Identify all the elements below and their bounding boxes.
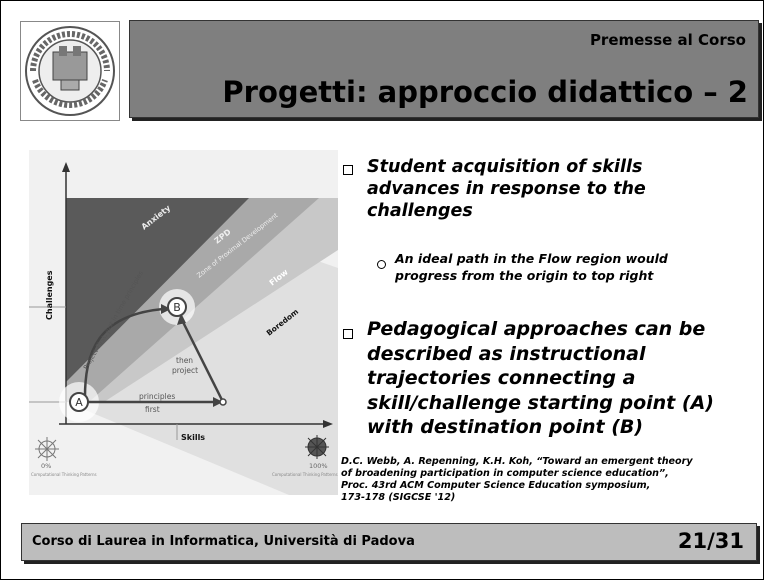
sub-bullet-circle-icon bbox=[377, 260, 386, 269]
bullet-1-line-1: Student acquisition of skills bbox=[367, 157, 643, 177]
point-a-marker bbox=[69, 392, 89, 412]
y-axis-label: Challenges bbox=[45, 270, 54, 320]
university-seal-logo bbox=[20, 21, 120, 121]
bullet-square-icon bbox=[343, 329, 353, 339]
citation-line-4: 173-178 (SIGCSE '12) bbox=[341, 492, 456, 503]
bullet-2: Pedagogical approaches can be described … bbox=[367, 317, 714, 440]
label-first: first bbox=[145, 405, 160, 414]
wheel-empty-icon bbox=[35, 437, 59, 461]
label-pct-low: 0% bbox=[41, 462, 51, 470]
citation: D.C. Webb, A. Repenning, K.H. Koh, “Towa… bbox=[341, 456, 756, 504]
bullet-2-line-5: with destination point (B) bbox=[367, 416, 644, 438]
region-anxiety-band bbox=[66, 198, 249, 382]
bullet-square-icon bbox=[343, 165, 353, 175]
flow-diagram: A B Anxiety ZPD Zone of Proximal Develop… bbox=[29, 150, 338, 495]
citation-line-2: of broadening participation in computer … bbox=[341, 468, 669, 479]
project-first-path bbox=[83, 307, 164, 403]
bullet-1-line-3: challenges bbox=[367, 201, 473, 221]
slide-footer: Corso di Laurea in Informatica, Universi… bbox=[21, 523, 757, 561]
flow-diagram-svg: A B Anxiety ZPD Zone of Proximal Develop… bbox=[29, 162, 338, 495]
sub-bullet-line-2: progress from the origin to top right bbox=[395, 268, 654, 283]
sub-bullet-line-1: An ideal path in the Flow region would bbox=[395, 251, 668, 266]
label-ctp-left: Computational Thinking Patterns bbox=[31, 472, 97, 477]
label-project: project bbox=[172, 366, 198, 375]
x-axis-label: Skills bbox=[181, 433, 205, 442]
seal-icon bbox=[25, 26, 115, 116]
y-axis-arrow bbox=[62, 162, 70, 172]
slide-header: Premesse al Corso Progetti: approccio di… bbox=[129, 20, 759, 118]
slide-title: Progetti: approccio didattico – 2 bbox=[222, 75, 748, 109]
section-title: Premesse al Corso bbox=[589, 31, 746, 49]
bullet-2-line-2: described as instructional bbox=[367, 342, 646, 365]
bullet-1-line-2: advances in response to the bbox=[367, 179, 646, 199]
bullet-2-line-1: Pedagogical approaches can be bbox=[367, 318, 706, 340]
point-b-marker bbox=[167, 297, 187, 317]
page-number: 21/31 bbox=[677, 529, 744, 553]
sub-bullet: An ideal path in the Flow region would p… bbox=[395, 250, 755, 284]
x-axis-arrow bbox=[323, 420, 333, 428]
label-ctp-right: Computational Thinking Patterns bbox=[272, 472, 338, 477]
point-b-label: B bbox=[173, 301, 181, 314]
label-pct-high: 100% bbox=[309, 462, 328, 470]
citation-line-1: D.C. Webb, A. Repenning, K.H. Koh, “Towa… bbox=[341, 456, 693, 467]
course-name: Corso di Laurea in Informatica, Universi… bbox=[32, 534, 415, 549]
label-then: then bbox=[176, 356, 193, 365]
citation-line-3: Proc. 43rd ACM Computer Science Educatio… bbox=[341, 480, 651, 491]
point-a-label: A bbox=[75, 396, 83, 409]
label-principles: principles bbox=[139, 392, 175, 401]
bullet-2-line-3: trajectories connecting a bbox=[367, 367, 636, 389]
then-project-path bbox=[180, 319, 225, 403]
wheel-full-icon bbox=[305, 435, 329, 459]
bullet-1: Student acquisition of skills advances i… bbox=[367, 156, 646, 222]
bullet-2-line-4: skill/challenge starting point (A) bbox=[367, 391, 714, 414]
